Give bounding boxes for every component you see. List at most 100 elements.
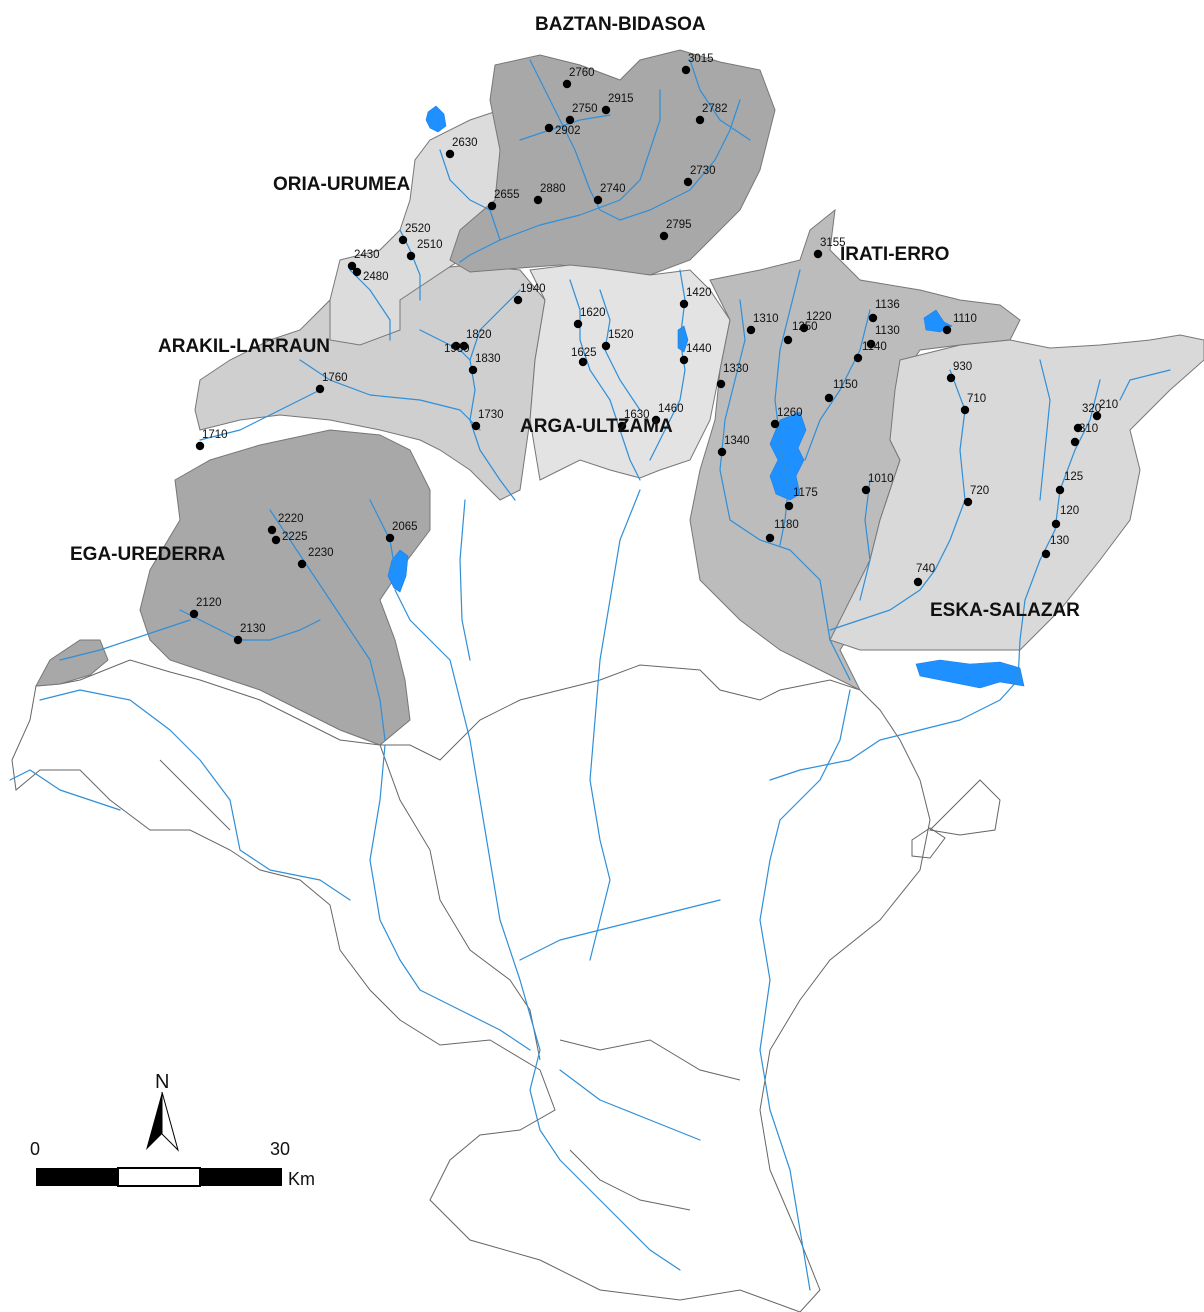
station-marker-125[interactable] xyxy=(1055,485,1065,495)
station-label-1830: 1830 xyxy=(475,353,501,365)
station-marker-1310[interactable] xyxy=(746,325,756,335)
station-label-1110: 1110 xyxy=(953,313,977,325)
station-marker-1710[interactable] xyxy=(195,441,205,451)
station-marker-1180[interactable] xyxy=(765,533,775,543)
station-marker-2220[interactable] xyxy=(267,525,277,535)
station-marker-1520[interactable] xyxy=(601,341,611,351)
station-marker-2480[interactable] xyxy=(352,267,362,277)
station-label-2915: 2915 xyxy=(608,93,634,105)
station-marker-1260[interactable] xyxy=(770,419,780,429)
station-label-2760: 2760 xyxy=(569,67,595,79)
station-label-2880: 2880 xyxy=(540,183,566,195)
station-marker-2750[interactable] xyxy=(565,115,575,125)
station-label-1340: 1340 xyxy=(724,435,750,447)
station-marker-740[interactable] xyxy=(913,577,923,587)
station-marker-3015[interactable] xyxy=(681,65,691,75)
station-label-1175: 1175 xyxy=(793,487,818,499)
station-marker-1630[interactable] xyxy=(617,421,627,431)
station-marker-2510[interactable] xyxy=(406,251,416,261)
station-marker-1440[interactable] xyxy=(679,355,689,365)
station-label-2065: 2065 xyxy=(392,521,418,533)
station-marker-2225[interactable] xyxy=(271,535,281,545)
province-outline xyxy=(11,659,1001,1312)
station-marker-120[interactable] xyxy=(1051,519,1061,529)
station-marker-1136[interactable] xyxy=(868,313,878,323)
station-label-1250: 1250 xyxy=(792,321,818,333)
station-marker-1930[interactable] xyxy=(451,341,461,351)
station-marker-1620[interactable] xyxy=(573,319,583,329)
station-marker-2782[interactable] xyxy=(695,115,705,125)
scale-bar-end: 30 xyxy=(270,1139,290,1159)
station-label-3015: 3015 xyxy=(688,53,714,65)
station-marker-2065[interactable] xyxy=(385,533,395,543)
station-marker-2740[interactable] xyxy=(593,195,603,205)
region-arakil-larraun-area[interactable] xyxy=(194,264,546,501)
station-label-2510: 2510 xyxy=(417,239,443,251)
station-marker-930[interactable] xyxy=(946,373,956,383)
station-marker-1730[interactable] xyxy=(471,421,481,431)
station-marker-1420[interactable] xyxy=(679,299,689,309)
station-marker-1340[interactable] xyxy=(717,447,727,457)
region-ega-urederra-area[interactable] xyxy=(139,429,431,746)
station-label-1010: 1010 xyxy=(868,473,894,485)
station-label-2230: 2230 xyxy=(308,547,334,559)
station-marker-2655[interactable] xyxy=(487,201,497,211)
station-label-1150: 1150 xyxy=(833,379,858,391)
station-marker-1460[interactable] xyxy=(651,415,661,425)
station-marker-1760[interactable] xyxy=(315,384,325,394)
station-label-2655: 2655 xyxy=(494,189,520,201)
north-arrow: N xyxy=(146,1071,179,1152)
station-marker-2130[interactable] xyxy=(233,635,243,645)
station-marker-2230[interactable] xyxy=(297,559,307,569)
station-label-2740: 2740 xyxy=(600,183,626,195)
region-labels: BAZTAN-BIDASOA ORIA-URUMEA IRATI-ERRO AR… xyxy=(70,14,1080,621)
region-ega-urederra-exclave xyxy=(35,639,109,687)
station-marker-1140[interactable] xyxy=(853,353,863,363)
station-label-1136: 1136 xyxy=(875,299,900,311)
station-marker-2630[interactable] xyxy=(445,149,455,159)
region-label-arga-ultzama: ARGA-ULTZAMA xyxy=(520,416,673,437)
station-label-2225: 2225 xyxy=(282,531,308,543)
station-marker-1830[interactable] xyxy=(468,365,478,375)
station-label-1140: 1140 xyxy=(862,341,887,353)
station-marker-1820[interactable] xyxy=(459,341,469,351)
station-label-1930: 1930 xyxy=(444,343,470,355)
station-marker-1330[interactable] xyxy=(716,379,726,389)
station-label-1330: 1330 xyxy=(723,363,749,375)
station-label-1310: 1310 xyxy=(753,313,779,325)
station-marker-320[interactable] xyxy=(1073,423,1083,433)
station-label-1130: 1130 xyxy=(875,325,900,337)
rivers xyxy=(9,59,1171,1291)
station-marker-1110[interactable] xyxy=(942,325,952,335)
station-marker-2430[interactable] xyxy=(347,261,357,271)
station-marker-310[interactable] xyxy=(1070,437,1080,447)
station-marker-2760[interactable] xyxy=(562,79,572,89)
station-marker-2120[interactable] xyxy=(189,609,199,619)
region-label-arakil-larraun: ARAKIL-LARRAUN xyxy=(158,336,330,357)
watershed-regions xyxy=(35,49,1204,746)
station-marker-2915[interactable] xyxy=(601,105,611,115)
station-marker-1175[interactable] xyxy=(784,501,794,511)
station-marker-2902[interactable] xyxy=(544,123,554,133)
station-marker-1250[interactable] xyxy=(783,335,793,345)
station-label-930: 930 xyxy=(953,361,972,373)
station-marker-3155[interactable] xyxy=(813,249,823,259)
station-marker-2520[interactable] xyxy=(398,235,408,245)
station-marker-1130[interactable] xyxy=(866,339,876,349)
station-marker-2880[interactable] xyxy=(533,195,543,205)
region-eska-salazar-area[interactable] xyxy=(829,334,1204,651)
station-marker-720[interactable] xyxy=(963,497,973,507)
station-label-2795: 2795 xyxy=(666,219,692,231)
station-marker-710[interactable] xyxy=(960,405,970,415)
region-baztan-bidasoa-area[interactable] xyxy=(449,49,776,276)
station-marker-2730[interactable] xyxy=(683,177,693,187)
station-marker-1220[interactable] xyxy=(799,323,809,333)
station-marker-1010[interactable] xyxy=(861,485,871,495)
station-marker-2795[interactable] xyxy=(659,231,669,241)
station-marker-1625[interactable] xyxy=(578,357,588,367)
station-marker-210[interactable] xyxy=(1092,411,1102,421)
station-marker-1940[interactable] xyxy=(513,295,523,305)
station-marker-1150[interactable] xyxy=(824,393,834,403)
station-marker-130[interactable] xyxy=(1041,549,1051,559)
